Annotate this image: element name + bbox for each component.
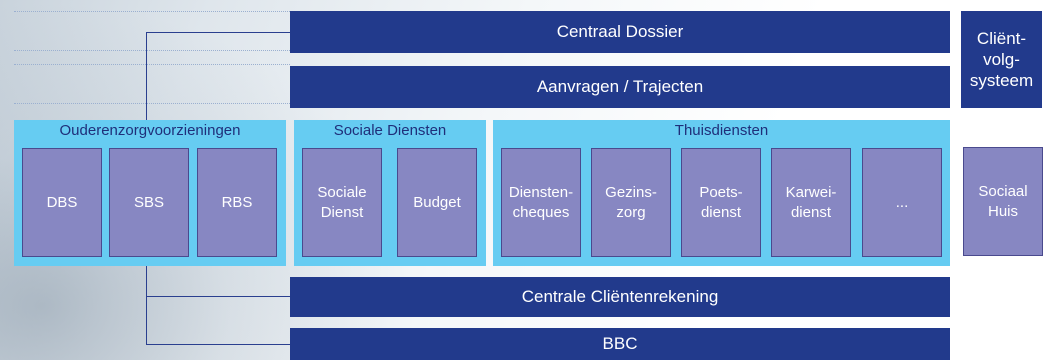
- dotted-guide-middle: [14, 64, 290, 104]
- bbc-bar: BBC: [290, 328, 950, 360]
- connector-line-to-dossier: [146, 32, 290, 33]
- tile-sociale-dienst: Sociale Dienst: [302, 148, 382, 257]
- aanvragen-trajecten-bar: Aanvragen / Trajecten: [290, 66, 950, 108]
- centraal-dossier-bar: Centraal Dossier: [290, 11, 950, 53]
- tile-sbs: SBS: [109, 148, 189, 257]
- connector-line-to-bbc: [146, 344, 290, 345]
- sociale-diensten-title: Sociale Diensten: [333, 122, 447, 139]
- ouderenzorg-title: Ouderenzorgvoorzieningen: [59, 122, 241, 139]
- tile-karweidienst: Karwei- dienst: [771, 148, 851, 257]
- ouderenzorg-group: Ouderenzorgvoorzieningen DBS SBS RBS: [14, 120, 286, 266]
- tile-budget: Budget: [397, 148, 477, 257]
- client-volgsysteem-box: Cliënt- volg- systeem: [961, 11, 1042, 108]
- tile-rbs: RBS: [197, 148, 277, 257]
- connector-line-to-rekening: [146, 296, 290, 297]
- thuisdiensten-title: Thuisdiensten: [674, 122, 769, 139]
- tile-dbs: DBS: [22, 148, 102, 257]
- tile-more: ...: [862, 148, 942, 257]
- tile-gezinszorg: Gezins- zorg: [591, 148, 671, 257]
- centrale-clientenrekening-bar: Centrale Cliëntenrekening: [290, 277, 950, 317]
- thuisdiensten-group: Thuisdiensten Diensten- cheques Gezins- …: [493, 120, 950, 266]
- tile-dienstencheques: Diensten- cheques: [501, 148, 581, 257]
- tile-sociaal-huis: Sociaal Huis: [963, 147, 1043, 256]
- tile-poetsdienst: Poets- dienst: [681, 148, 761, 257]
- dotted-guide-top: [14, 11, 290, 51]
- sociale-diensten-group: Sociale Diensten Sociale Dienst Budget: [294, 120, 486, 266]
